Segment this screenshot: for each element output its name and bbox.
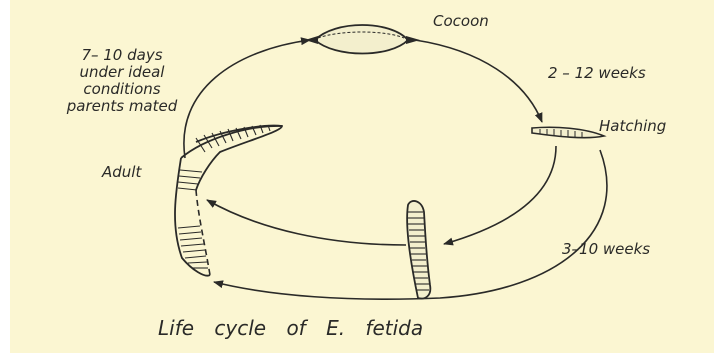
adult-worm-icon — [175, 125, 282, 276]
stage-label-hatching: Hatching — [599, 119, 666, 134]
hatchling-worm-icon — [532, 127, 604, 138]
arrow-hatching-to-juvenile — [444, 146, 556, 244]
arrow-juvenile-to-adult — [207, 200, 406, 245]
diagram-caption: Life cycle of E. fetida — [158, 318, 423, 338]
mating-note-line: conditions — [34, 81, 210, 98]
mating-note-line: 7– 10 days — [34, 47, 210, 64]
arrow-cocoon-to-hatching — [415, 40, 542, 122]
stage-label-adult: Adult — [102, 165, 141, 180]
mating-note-line: under ideal — [34, 64, 210, 81]
stage-label-cocoon: Cocoon — [433, 14, 489, 29]
juvenile-worm-icon — [407, 201, 430, 299]
duration-label-cocoon-to-hatching: 2 – 12 weeks — [548, 66, 646, 81]
cocoon-icon — [305, 25, 420, 54]
duration-label-hatching-to-adult: 3–10 weeks — [562, 242, 650, 257]
mating-note-line: parents mated — [34, 98, 210, 115]
mating-note: 7– 10 days under ideal conditions parent… — [34, 47, 210, 115]
